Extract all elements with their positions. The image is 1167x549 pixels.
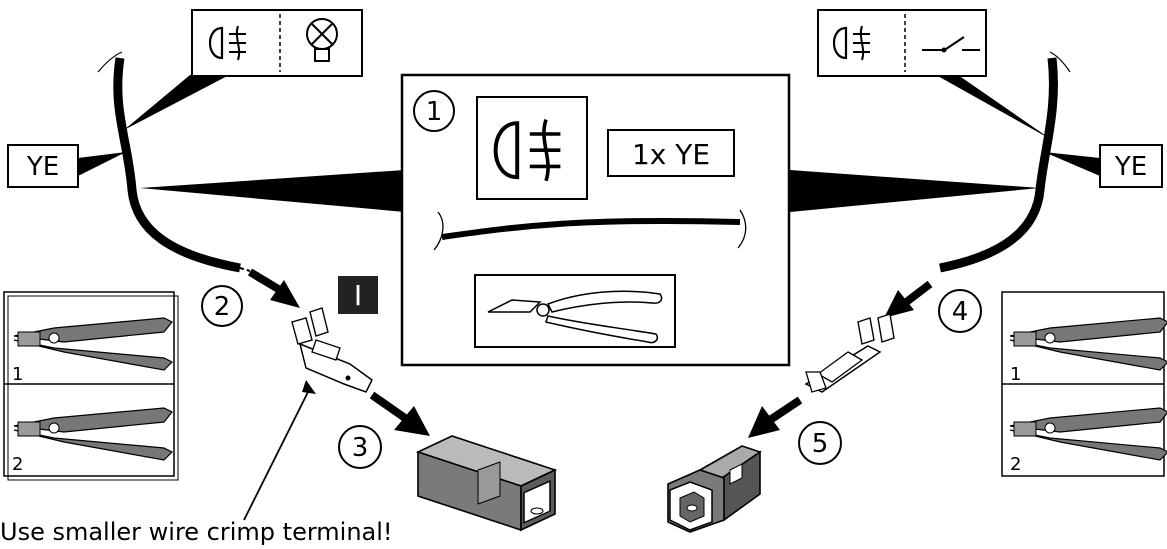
note-pointer-line	[243, 387, 311, 521]
female-crimp-terminal	[804, 313, 895, 393]
wire-cut-illustration	[433, 209, 747, 251]
diagonal-cutter-icon	[474, 274, 676, 348]
switch-icon	[922, 36, 980, 53]
svg-text:I: I	[354, 279, 362, 312]
cut-wire-instruction-box: 1 1x YE	[400, 73, 791, 367]
wire-spec-label: 1x YE	[607, 129, 735, 177]
info-badge: I	[338, 276, 378, 314]
fog-bulb-symbol-box	[191, 9, 363, 77]
svg-text:2: 2	[1010, 454, 1021, 475]
left-cable	[97, 51, 251, 273]
svg-text:1: 1	[1010, 364, 1021, 385]
step-3-badge: 3	[338, 425, 382, 469]
pointer-wedges	[78, 73, 1100, 273]
step-4-badge: 4	[938, 289, 982, 333]
bulb-icon	[306, 18, 338, 62]
wire-color-label-left: YE	[7, 144, 79, 188]
svg-text:3: 3	[352, 433, 369, 463]
step-5-badge: 5	[798, 421, 842, 465]
step-2-badge: 2	[201, 285, 243, 327]
svg-text:1: 1	[12, 364, 23, 385]
fog-switch-symbol-box	[817, 9, 987, 77]
svg-text:YE: YE	[1114, 152, 1147, 182]
svg-text:1: 1	[426, 97, 443, 127]
crimp-tool-panel-right: 1 2	[1001, 291, 1167, 477]
svg-text:4: 4	[952, 297, 969, 327]
crimp-tool-panel-left: 1 2	[3, 291, 179, 481]
crimp-terminal-note: Use smaller wire crimp terminal!	[0, 518, 393, 546]
female-connector-housing	[667, 445, 762, 533]
wire-color-label-right: YE	[1099, 144, 1163, 188]
svg-text:YE: YE	[26, 152, 59, 182]
arrows	[247, 268, 933, 438]
step-1-badge: 1	[413, 90, 455, 132]
svg-text:2: 2	[214, 292, 231, 322]
male-crimp-terminal	[291, 307, 373, 393]
male-connector-housing	[415, 435, 558, 532]
svg-text:2: 2	[12, 454, 23, 475]
svg-text:1x YE: 1x YE	[632, 138, 710, 171]
svg-text:5: 5	[812, 429, 829, 459]
right-cable	[939, 51, 1071, 273]
